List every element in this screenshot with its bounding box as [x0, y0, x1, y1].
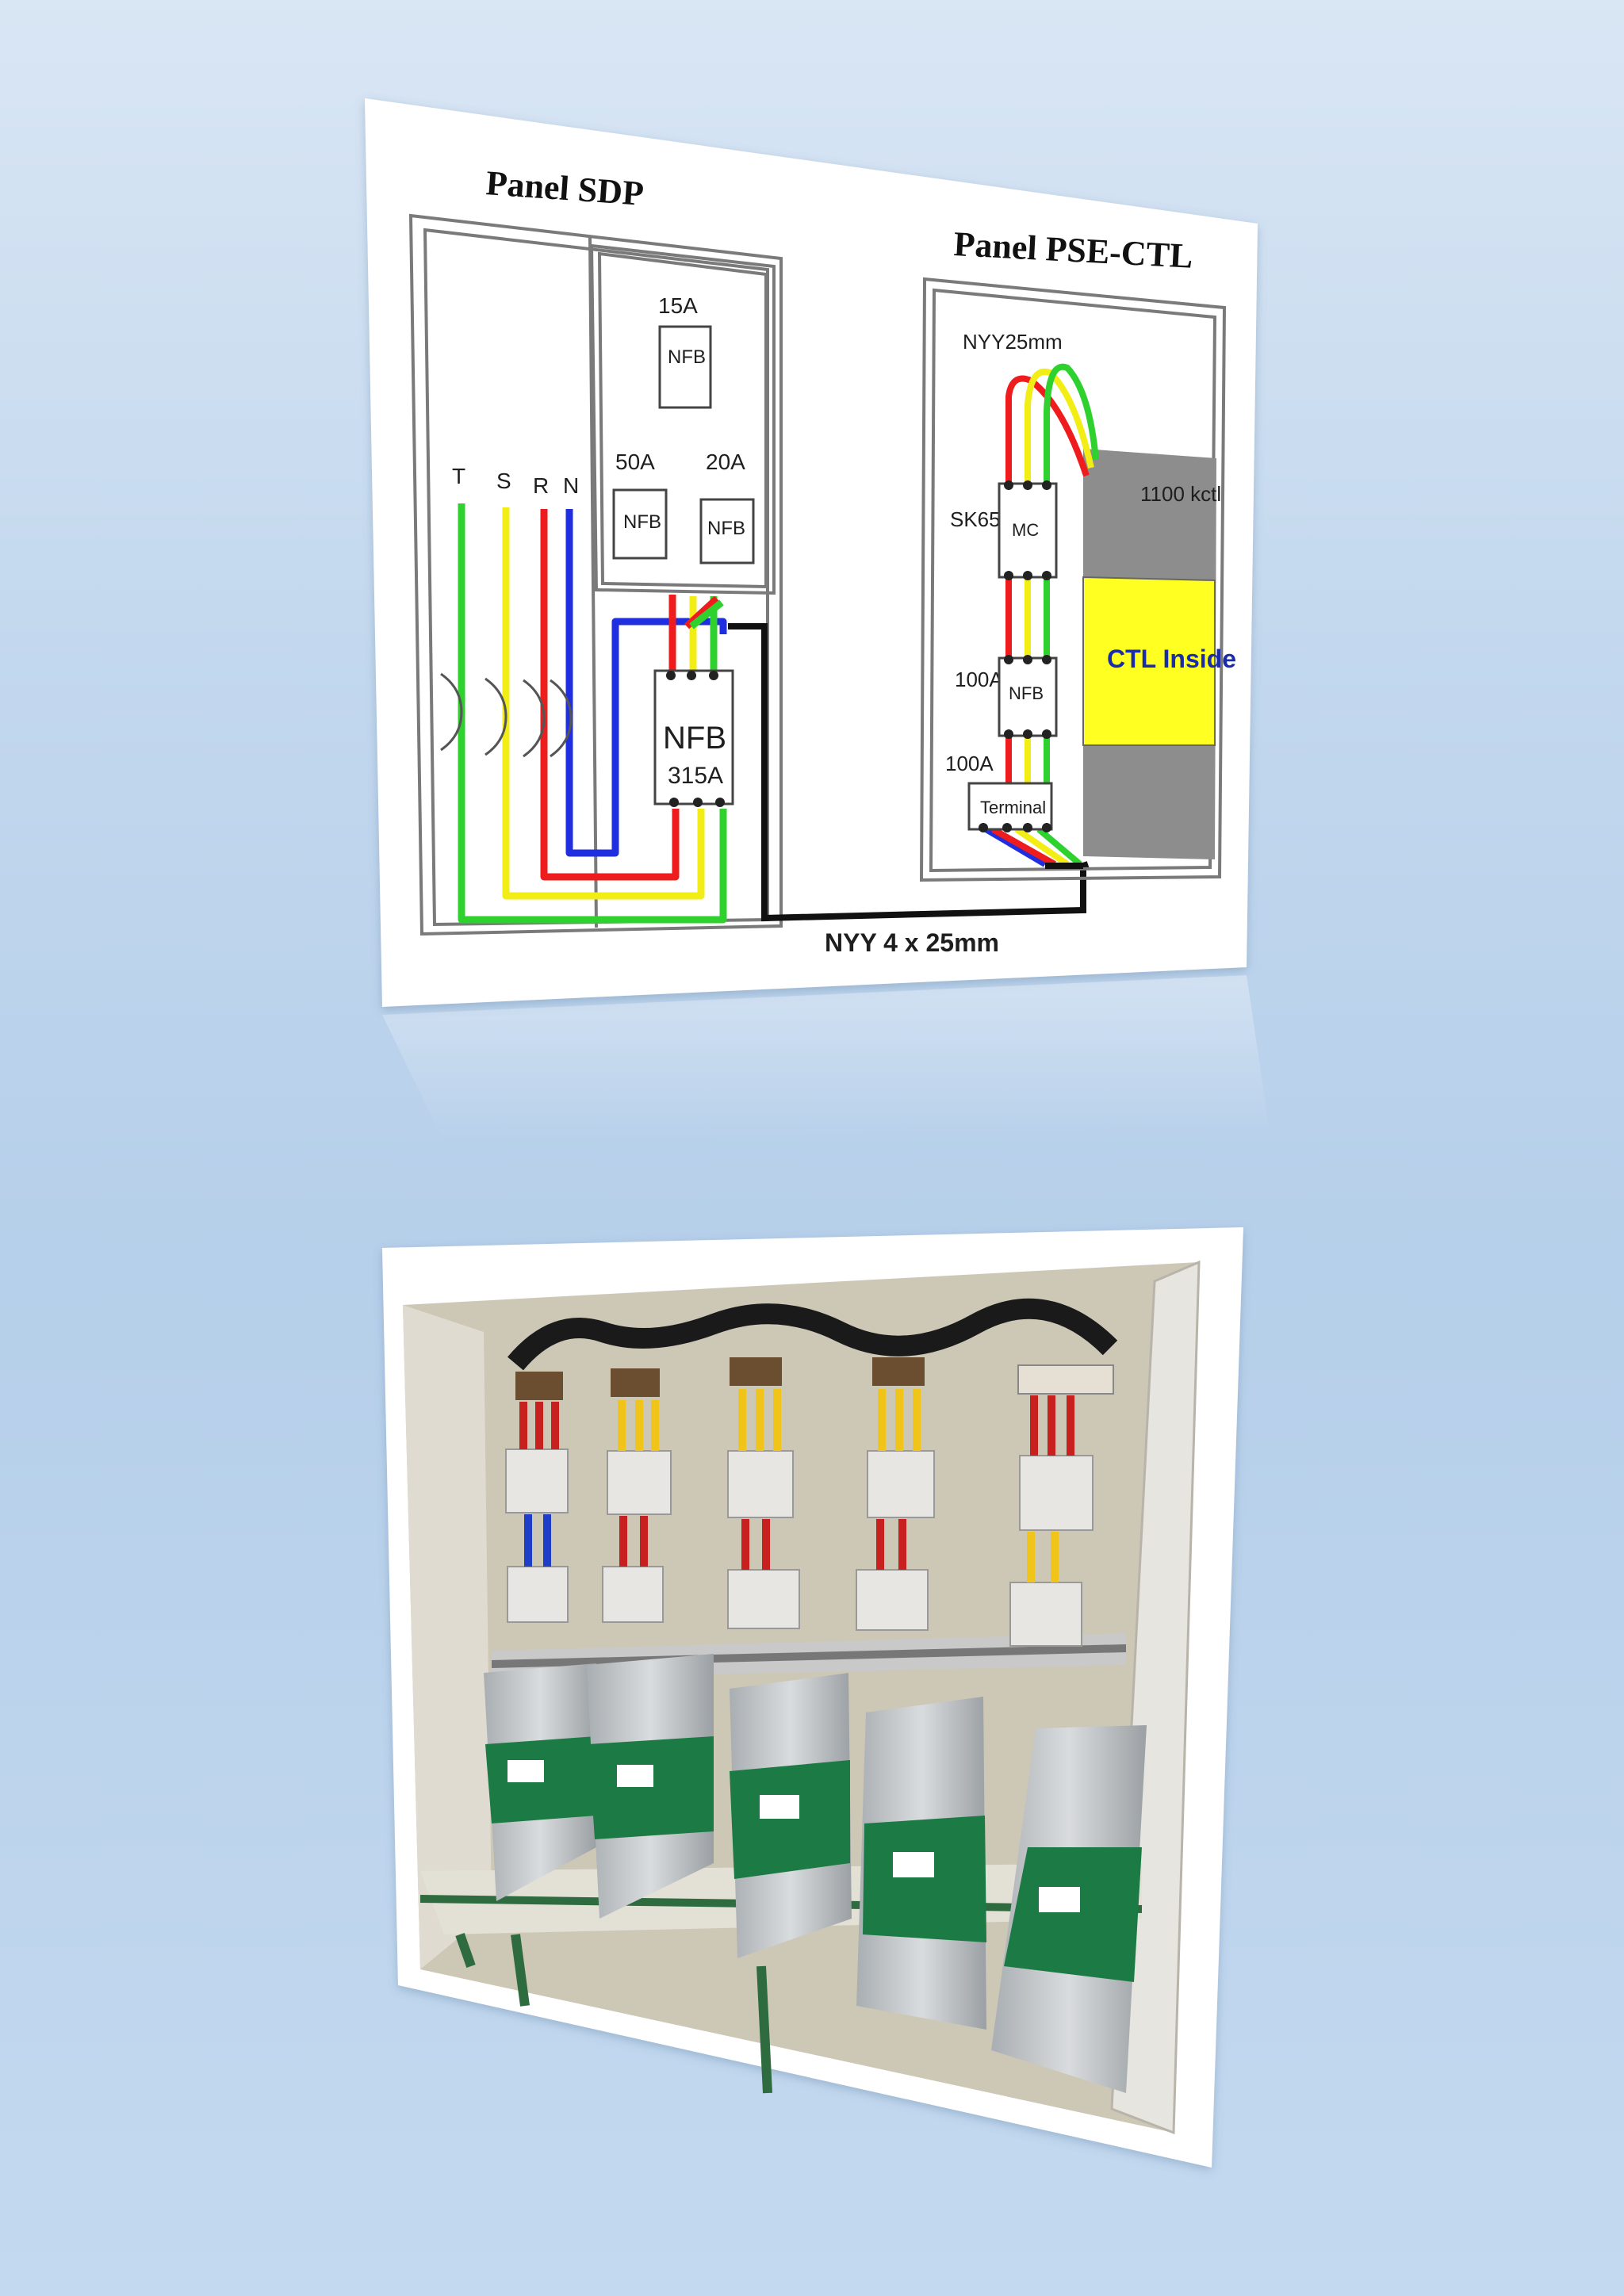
capacitor-unit	[727, 1357, 852, 1958]
phase-r-wire	[540, 509, 680, 881]
capacitor-panel-photo	[382, 1227, 1243, 2168]
svg-text:NFB: NFB	[707, 518, 745, 539]
phase-label-t: T	[452, 464, 465, 488]
capacitor-bank-block: 1100 kctl CTL Inside	[1082, 449, 1236, 859]
panel-pse-frame	[919, 277, 1227, 882]
breaker-20a: 20A NFB	[699, 450, 755, 564]
phase-s-wire	[502, 507, 705, 900]
breaker-50a: 50A NFB	[612, 450, 668, 560]
panel-sdp-frame	[408, 213, 783, 936]
sdp-switch-symbols	[440, 672, 573, 758]
phase-label-n: N	[563, 473, 579, 498]
svg-text:Terminal: Terminal	[980, 798, 1046, 817]
capacitor-unit	[991, 1364, 1147, 2093]
svg-text:15A: 15A	[658, 293, 698, 318]
phase-label-s: S	[496, 469, 511, 493]
diagram-card-background	[365, 98, 1258, 1007]
svg-text:NFB: NFB	[1009, 683, 1044, 703]
terminal-block: 100A Terminal	[945, 752, 1053, 832]
svg-text:20A: 20A	[706, 450, 745, 474]
svg-text:NFB: NFB	[623, 511, 661, 533]
feeder-cable-label: NYY 4 x 25mm	[825, 928, 999, 957]
svg-text:50A: 50A	[615, 450, 655, 474]
svg-text:CTL Inside: CTL Inside	[1107, 645, 1236, 673]
svg-text:100A: 100A	[945, 752, 994, 775]
phase-label-r: R	[533, 473, 549, 498]
capacitor-unit	[856, 1357, 986, 2030]
breaker-15a: 15A NFB	[658, 293, 712, 409]
capacitor-unit	[587, 1368, 714, 1919]
cable-in-label: NYY25mm	[963, 330, 1063, 354]
capacitor-unit	[484, 1372, 596, 1901]
phase-labels: T S R N	[452, 464, 579, 498]
svg-text:MC: MC	[1012, 520, 1039, 540]
pse-wires	[981, 363, 1099, 869]
svg-text:SK65: SK65	[950, 507, 1001, 531]
phase-n-wire	[565, 509, 727, 857]
diagram-reflection	[382, 975, 1269, 1142]
magnetic-contactor: SK65 MC	[950, 480, 1058, 580]
main-breaker-315a: NFB 315A	[653, 669, 734, 807]
feeder-cable	[728, 623, 1090, 922]
svg-text:NFB: NFB	[663, 721, 726, 756]
svg-text:1100 kctl: 1100 kctl	[1140, 482, 1221, 506]
svg-text:NFB: NFB	[668, 346, 706, 368]
breaker-100a: 100A NFB	[955, 655, 1058, 739]
svg-text:100A: 100A	[955, 668, 1003, 691]
wiring-diagram-card: Panel SDP Panel PSE-CTL 15A NFB 50A NFB …	[365, 98, 1269, 1142]
svg-text:315A: 315A	[668, 763, 723, 789]
